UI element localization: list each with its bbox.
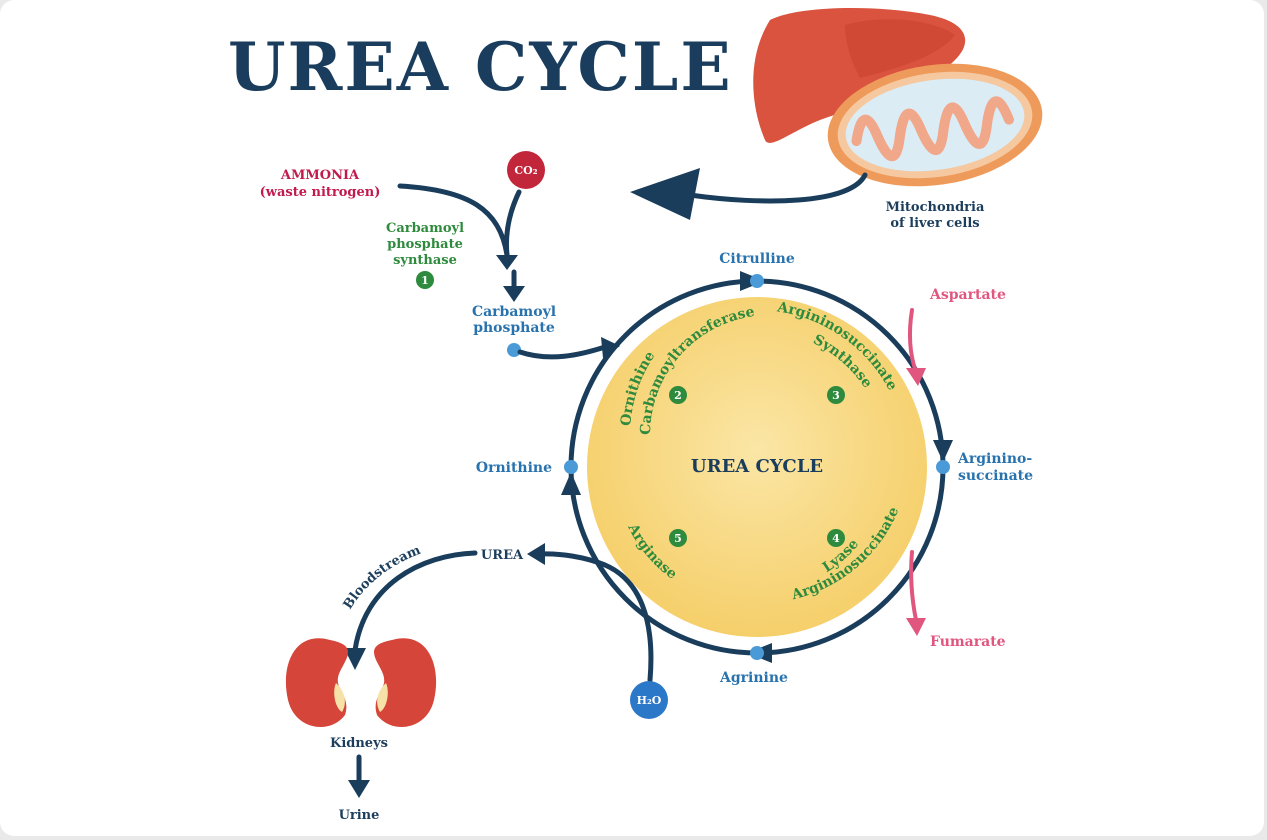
arginine-label: Agrinine — [719, 670, 788, 686]
enzyme1-number: 1 — [421, 274, 429, 287]
co2-badge — [507, 151, 545, 189]
ring-arrow-left — [561, 472, 581, 495]
h2o-badge — [630, 681, 668, 719]
ammonia-label: AMMONIA — [280, 168, 360, 183]
co2-label: CO₂ — [514, 164, 537, 177]
citrulline-node — [750, 274, 764, 288]
arginine-node — [750, 646, 764, 660]
carbamoyl-to-cycle-arrowhead — [601, 337, 620, 358]
kidneys-illustration — [285, 638, 437, 727]
enzyme2-number: 2 — [674, 389, 682, 402]
aspartate-label: Aspartate — [929, 287, 1006, 303]
fumarate-label: Fumarate — [930, 634, 1006, 650]
enzyme1-line3: synthase — [393, 253, 457, 268]
urea-label: UREA — [481, 548, 524, 563]
bloodstream-label: Bloodstream — [341, 543, 423, 612]
enzyme1-line2: phosphate — [387, 237, 463, 252]
enzyme3-number: 3 — [832, 389, 840, 402]
fumarate-arrow — [909, 550, 918, 622]
h2o-label: H₂O — [637, 694, 662, 707]
mitochondria-label-line1: Mitochondria — [886, 200, 985, 215]
carbamoyl-phosphate-label-line1: Carbamoyl — [472, 304, 556, 320]
urea-arrowhead — [527, 543, 545, 565]
citrulline-label: Citrulline — [719, 251, 795, 267]
carbamoyl-arrowhead — [503, 286, 525, 302]
ornithine-label: Ornithine — [476, 460, 552, 476]
co2-arrow — [503, 189, 522, 258]
enzyme3-badge — [827, 386, 845, 404]
enzyme1-badge — [416, 271, 434, 289]
ring-arrow-right — [933, 440, 953, 462]
mitochondria-label-line2: of liver cells — [890, 216, 979, 231]
liver-illustration — [753, 8, 966, 143]
argininosuccinate-label-line1: Arginino- — [957, 451, 1032, 467]
mitochondria-illustration — [827, 63, 1043, 187]
enzyme2-badge — [669, 386, 687, 404]
bloodstream-arrow — [352, 550, 478, 653]
mitochondria-arrow — [687, 172, 868, 204]
kidneys-label: Kidneys — [330, 736, 388, 751]
aspartate-arrow — [907, 308, 918, 374]
ammonia-arrow — [397, 183, 510, 258]
enzyme4-badge — [827, 529, 845, 547]
mitochondria-arrowhead — [630, 168, 700, 220]
enzyme5-badge — [669, 529, 687, 547]
cycle-center-disc — [587, 297, 927, 637]
carbamoyl-phosphate-node — [507, 343, 521, 357]
carbamoyl-phosphate-label-line2: phosphate — [473, 320, 555, 336]
enzyme1-line1: Carbamoyl — [386, 221, 464, 236]
urine-label: Urine — [339, 808, 380, 823]
argininosuccinate-node — [936, 460, 950, 474]
h2o-urea-arrow — [537, 551, 654, 683]
ornithine-node — [564, 460, 578, 474]
argininosuccinate-label-line2: succinate — [958, 468, 1033, 484]
enzyme5-number: 5 — [674, 532, 682, 545]
cycle-center-label: UREA CYCLE — [691, 456, 823, 477]
enzyme4-number: 4 — [832, 532, 840, 545]
ammonia-sub-label: (waste nitrogen) — [260, 185, 381, 200]
page-title: UREA CYCLE — [228, 28, 733, 106]
urine-arrowhead — [348, 780, 370, 798]
